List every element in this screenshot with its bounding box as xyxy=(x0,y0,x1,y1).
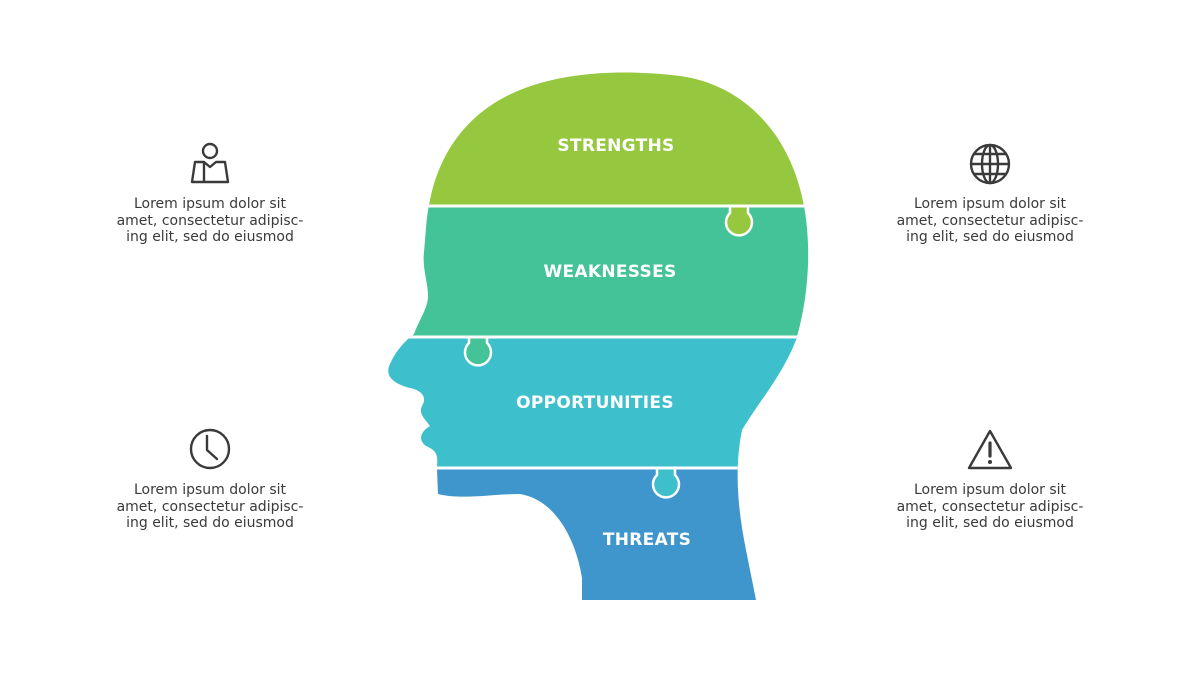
callout-text-line: Lorem ipsum dolor sit xyxy=(913,196,1067,212)
callout-text-line: amet, consectetur adipisc- xyxy=(896,498,1084,515)
tab-outline xyxy=(651,469,681,499)
warning-triangle-icon xyxy=(967,429,1013,470)
callout-top-left: Lorem ipsum dolor sit amet, consectetur … xyxy=(95,140,325,246)
threats-segment xyxy=(388,468,809,600)
opportunities-label: OPPORTUNITIES xyxy=(516,393,674,413)
callout-text-line: Lorem ipsum dolor sit xyxy=(133,196,287,212)
person-map-icon xyxy=(190,142,230,184)
callout-text-line: Lorem ipsum dolor sit xyxy=(133,482,287,498)
callout-text-line: amet, consectetur adipisc- xyxy=(116,212,304,229)
tab-outline xyxy=(463,338,493,367)
globe-icon xyxy=(969,143,1011,185)
callout-text-line: ing elit, sed do eiusmod xyxy=(906,229,1074,245)
callout-text-line: amet, consectetur adipisc- xyxy=(896,212,1084,229)
callout-bottom-right: Lorem ipsum dolor sit amet, consectetur … xyxy=(875,426,1105,532)
strengths-segment xyxy=(388,72,809,206)
callout-top-right: Lorem ipsum dolor sit amet, consectetur … xyxy=(875,140,1105,246)
callout-text-line: ing elit, sed do eiusmod xyxy=(126,229,294,245)
callout-text-line: Lorem ipsum dolor sit xyxy=(913,482,1067,498)
clock-icon xyxy=(189,428,231,470)
callout-text-line: ing elit, sed do eiusmod xyxy=(126,515,294,531)
callout-text-line: amet, consectetur adipisc- xyxy=(116,498,304,515)
callout-bottom-left: Lorem ipsum dolor sit amet, consectetur … xyxy=(95,426,325,532)
callout-text-line: ing elit, sed do eiusmod xyxy=(906,515,1074,531)
tab-outline xyxy=(724,207,754,237)
opportunities-segment xyxy=(388,337,809,468)
strengths-label: STRENGTHS xyxy=(557,136,674,156)
threats-label: THREATS xyxy=(603,530,691,550)
weaknesses-label: WEAKNESSES xyxy=(543,262,676,282)
